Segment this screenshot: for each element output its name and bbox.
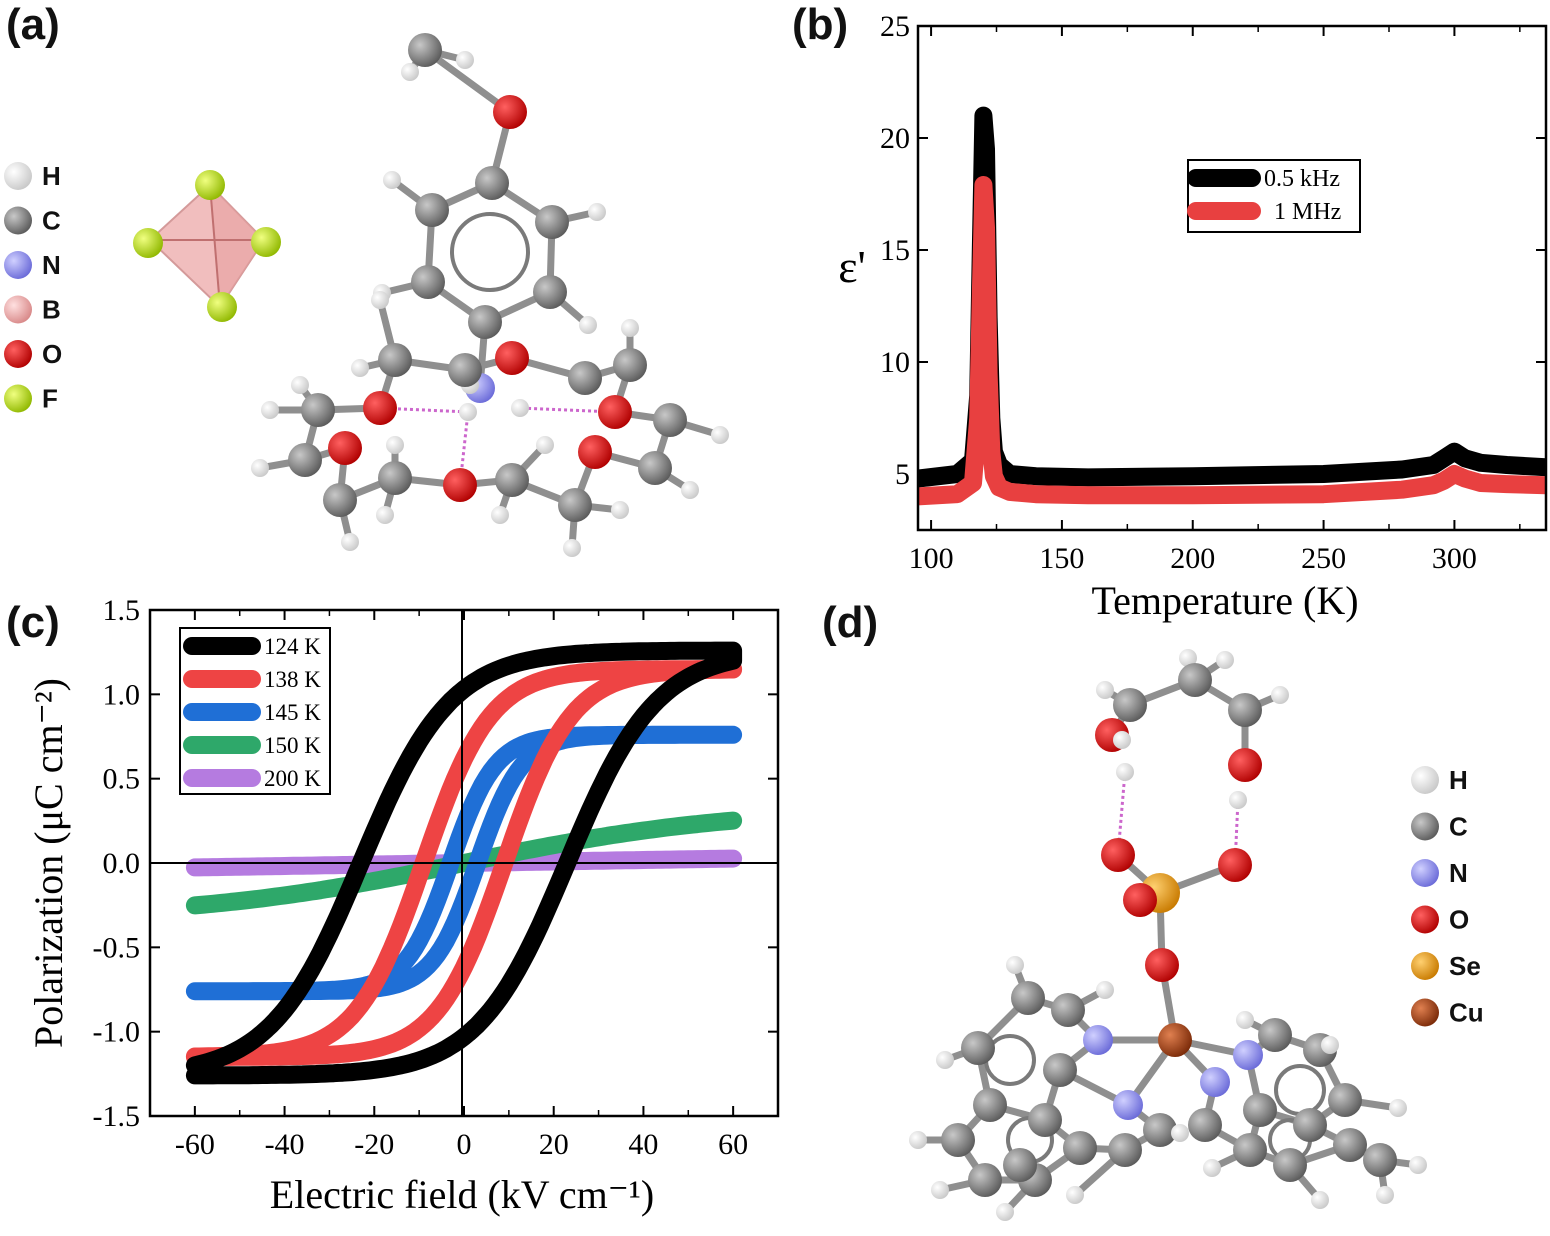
- c-xtick-label-2: -20: [354, 1128, 394, 1161]
- c-series-loop-4: [185, 849, 743, 877]
- legend-a-swatch-n: [4, 251, 32, 279]
- legend-a-label-b: B: [42, 295, 61, 325]
- c-series-loop-3: [185, 811, 743, 915]
- chart-b-series: [918, 106, 1546, 506]
- chart-c-frame: [148, 608, 780, 1118]
- chart-c-tick-labels: -60 -40 -20 0 20 40 60 -1.5 -1.0 -0.5 0.0 0.5 1.0 1.5: [93, 594, 749, 1161]
- legend-b-label-0: 0.5 kHz: [1264, 166, 1340, 192]
- panel-label-b: (b): [792, 0, 849, 49]
- bf4-anion-illustration: [133, 170, 281, 322]
- b-xtick-label-3: 250: [1301, 542, 1346, 575]
- c-xtick-label-3: 0: [457, 1128, 472, 1161]
- chart-b-dielectric: 100 150 200 250 300 5 10 15 20 25 Temperature (K)…: [838, 10, 1548, 623]
- b-xtick-label-1: 150: [1039, 542, 1084, 575]
- legend-c-label-0: 124 K: [264, 634, 321, 659]
- c-ytick-label-3: 0.0: [103, 847, 141, 880]
- b-xtick-label-0: 100: [909, 542, 954, 575]
- chart-b-xlabel: Temperature (K): [1091, 578, 1358, 623]
- legend-a-swatch-b: [4, 295, 32, 324]
- c-xtick-label-6: 60: [718, 1128, 748, 1161]
- c-ytick-label-6: 1.5: [103, 594, 141, 627]
- legend-c-label-4: 200 K: [264, 766, 321, 791]
- b-ytick-label-0: 5: [895, 458, 910, 491]
- legend-a-swatch-c: [4, 206, 32, 235]
- c-ytick-label-1: -1.0: [93, 1016, 141, 1049]
- legend-d-swatch-o: [1411, 905, 1439, 934]
- chart-b-frame: [916, 24, 1548, 532]
- legend-a-swatch-o: [4, 340, 32, 368]
- b-ytick-label-2: 15: [880, 234, 910, 267]
- b-ytick-label-1: 10: [880, 346, 910, 379]
- chart-b-tick-labels: 100 150 200 250 300 5 10 15 20 25: [880, 10, 1477, 575]
- b-series-line-1: [918, 176, 1546, 506]
- legend-c-label-1: 138 K: [264, 667, 321, 692]
- panel-label-d: (d): [822, 598, 879, 647]
- c-ytick-label-0: -1.5: [93, 1100, 141, 1133]
- legend-b-label-1: 1 MHz: [1274, 199, 1341, 225]
- legend-a-label-c: C: [42, 206, 61, 236]
- crown-ether-cation-illustration: [251, 33, 729, 557]
- c-series-loop-0: [185, 641, 743, 1085]
- chart-c-series: [185, 641, 743, 1085]
- panel-label-a: (a): [6, 0, 60, 49]
- legend-d-label-cu: Cu: [1449, 998, 1484, 1028]
- legend-a-label-h: H: [42, 161, 61, 191]
- chart-c-xlabel: Electric field (kV cm⁻¹): [270, 1172, 654, 1217]
- legend-a-label-o: O: [42, 339, 62, 369]
- c-xtick-label-0: -60: [175, 1128, 215, 1161]
- legend-a-label-f: F: [42, 384, 58, 414]
- panel-label-c: (c): [6, 598, 60, 647]
- b-ytick-label-4: 25: [880, 10, 910, 43]
- legend-d-label-o: O: [1449, 905, 1469, 935]
- chart-c-legend: 124 K 138 K 145 K 150 K 200 K: [179, 627, 331, 795]
- legend-d-label-n: N: [1449, 858, 1468, 888]
- legend-d-swatch-c: [1411, 812, 1439, 841]
- legend-d-label-c: C: [1449, 812, 1468, 842]
- c-ytick-label-2: -0.5: [93, 931, 141, 964]
- legend-d-swatch-cu: [1411, 998, 1439, 1027]
- legend-a-swatch-h: [4, 162, 32, 190]
- c-ytick-label-4: 0.5: [103, 763, 141, 796]
- legend-d-swatch-se: [1411, 952, 1439, 980]
- legend-c-label-2: 145 K: [264, 700, 321, 725]
- c-xtick-label-5: 40: [628, 1128, 658, 1161]
- chart-b-legend: 0.5 kHz 1 MHz: [1187, 159, 1361, 233]
- b-xtick-label-2: 200: [1170, 542, 1215, 575]
- c-ytick-label-5: 1.0: [103, 678, 141, 711]
- legend-a-label-n: N: [42, 250, 61, 280]
- b-xtick-label-4: 300: [1432, 542, 1477, 575]
- c-xtick-label-4: 20: [539, 1128, 569, 1161]
- legend-d-swatch-n: [1411, 859, 1439, 887]
- legend-d-label-se: Se: [1449, 951, 1481, 981]
- c-xtick-label-1: -40: [265, 1128, 305, 1161]
- legend-d-label-h: H: [1449, 765, 1468, 795]
- chart-c-ylabel: Polarization (μC cm⁻²): [26, 678, 71, 1048]
- legend-a-swatch-f: [4, 384, 32, 413]
- chart-b-ylabel: ε': [838, 241, 866, 292]
- copper-selenite-complex-illustration: [909, 649, 1427, 1221]
- chart-c-hysteresis: -60 -40 -20 0 20 40 60 -1.5 -1.0 -0.5 0.0 0.5 1.0 1.5…: [26, 594, 780, 1217]
- b-ytick-label-3: 20: [880, 122, 910, 155]
- legend-d-swatch-h: [1411, 766, 1439, 794]
- legend-c-label-3: 150 K: [264, 733, 321, 758]
